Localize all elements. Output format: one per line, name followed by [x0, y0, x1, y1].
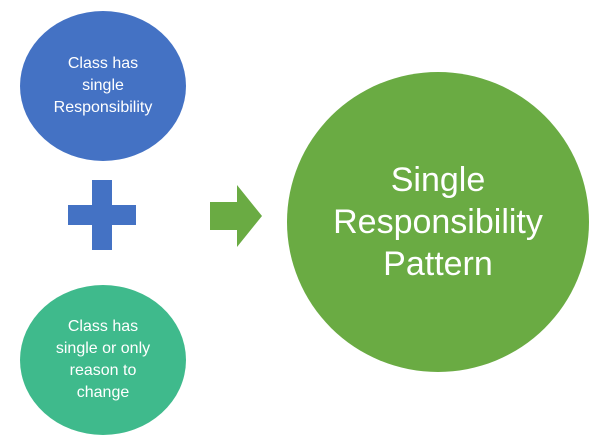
plus-icon [68, 180, 136, 250]
arrow-right-icon [210, 185, 262, 247]
single-responsibility-label: Class has single Responsibility [53, 55, 153, 116]
single-reason-label: Class has single or only reason to chang… [55, 318, 151, 401]
result-pattern-circle: Single Responsibility Pattern [287, 72, 589, 372]
arrow-shape [210, 185, 262, 247]
result-pattern-label: Single Responsibility Pattern [333, 161, 543, 283]
single-reason-circle: Class has single or only reason to chang… [20, 285, 186, 435]
single-responsibility-circle: Class has single Responsibility [20, 11, 186, 161]
plus-shape [68, 180, 136, 250]
